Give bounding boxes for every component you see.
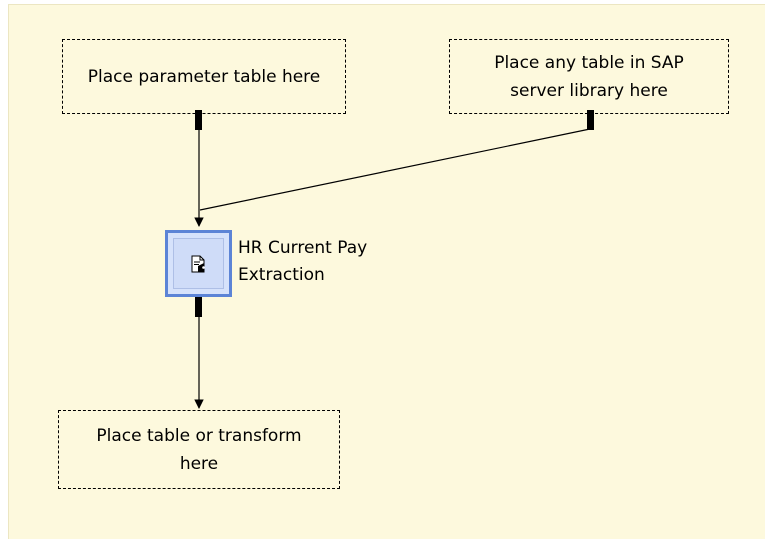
sap-table-drop-text-line2: server library here xyxy=(510,80,668,101)
parameter-table-output-port[interactable] xyxy=(195,110,202,130)
node-output-port[interactable] xyxy=(195,297,202,317)
node-label: HR Current Pay Extraction xyxy=(238,235,367,289)
parameter-table-drop-text: Place parameter table here xyxy=(87,66,321,87)
wire-sap-to-node xyxy=(199,128,591,211)
sap-table-drop-zone[interactable]: Place any table in SAP server library he… xyxy=(449,39,729,114)
node-label-line2: Extraction xyxy=(238,265,325,285)
sap-table-drop-text-line1: Place any table in SAP xyxy=(494,52,684,73)
node-icon-frame xyxy=(173,238,224,289)
sap-table-output-port[interactable] xyxy=(587,110,594,130)
parameter-table-drop-zone[interactable]: Place parameter table here xyxy=(62,39,346,114)
output-drop-zone[interactable]: Place table or transform here xyxy=(58,410,340,489)
connector-wires xyxy=(194,128,591,409)
output-drop-text-line2: here xyxy=(179,453,219,474)
output-drop-text-line1: Place table or transform xyxy=(96,425,302,446)
hr-current-pay-extraction-node[interactable] xyxy=(165,230,232,297)
flow-canvas[interactable]: Place parameter table here Place any tab… xyxy=(8,4,765,539)
document-lock-icon xyxy=(191,255,205,272)
node-label-line1: HR Current Pay xyxy=(238,238,368,258)
